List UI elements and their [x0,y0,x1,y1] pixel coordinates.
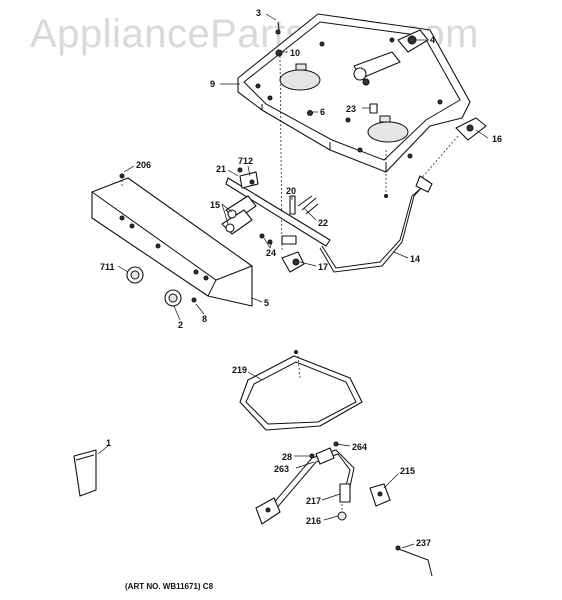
callout-5: 5 [264,298,269,308]
callout-23: 23 [346,104,356,114]
callout-3: 3 [256,8,261,18]
callout-1: 1 [106,438,111,448]
callout-9: 9 [210,79,215,89]
callout-215: 215 [400,466,415,476]
callout-14: 14 [410,254,420,264]
burner-bracket [419,117,487,181]
rod-tool [395,545,433,577]
gas-supply-tube [319,150,433,273]
callout-15: 15 [210,200,220,210]
callout-711: 711 [100,262,115,272]
leader-lines [97,13,489,549]
callout-10: 10 [290,48,300,58]
callout-22: 22 [318,218,328,228]
callout-4: 4 [430,35,435,45]
callout-labels: 3 4 10 9 6 23 16 206 712 21 20 15 22 24 … [100,8,502,548]
callout-264: 264 [352,442,367,452]
callout-16: 16 [492,134,502,144]
instruction-pamphlet [73,449,97,497]
callout-263: 263 [274,464,289,474]
callout-6: 6 [320,107,325,117]
callout-20: 20 [286,186,296,196]
callout-206: 206 [136,160,151,170]
callout-21: 21 [216,164,226,174]
callout-237: 237 [416,538,431,548]
callout-8: 8 [202,314,207,324]
callout-712: 712 [238,156,253,166]
callout-28: 28 [282,452,292,462]
burner-box [237,13,471,173]
callout-17: 17 [318,262,328,272]
callout-219: 219 [232,365,247,375]
callout-216: 216 [306,516,321,526]
lower-tube-assembly [255,441,391,525]
control-panel [91,173,253,307]
manifold-assembly [221,167,331,273]
callout-217: 217 [306,496,321,506]
broiler-shield [239,350,363,431]
art-number: (ART NO. WB11671) C8 [125,582,214,591]
callout-24: 24 [266,248,276,258]
callout-2: 2 [178,320,183,330]
top-burner-valve [353,29,429,86]
knobs [126,266,197,307]
